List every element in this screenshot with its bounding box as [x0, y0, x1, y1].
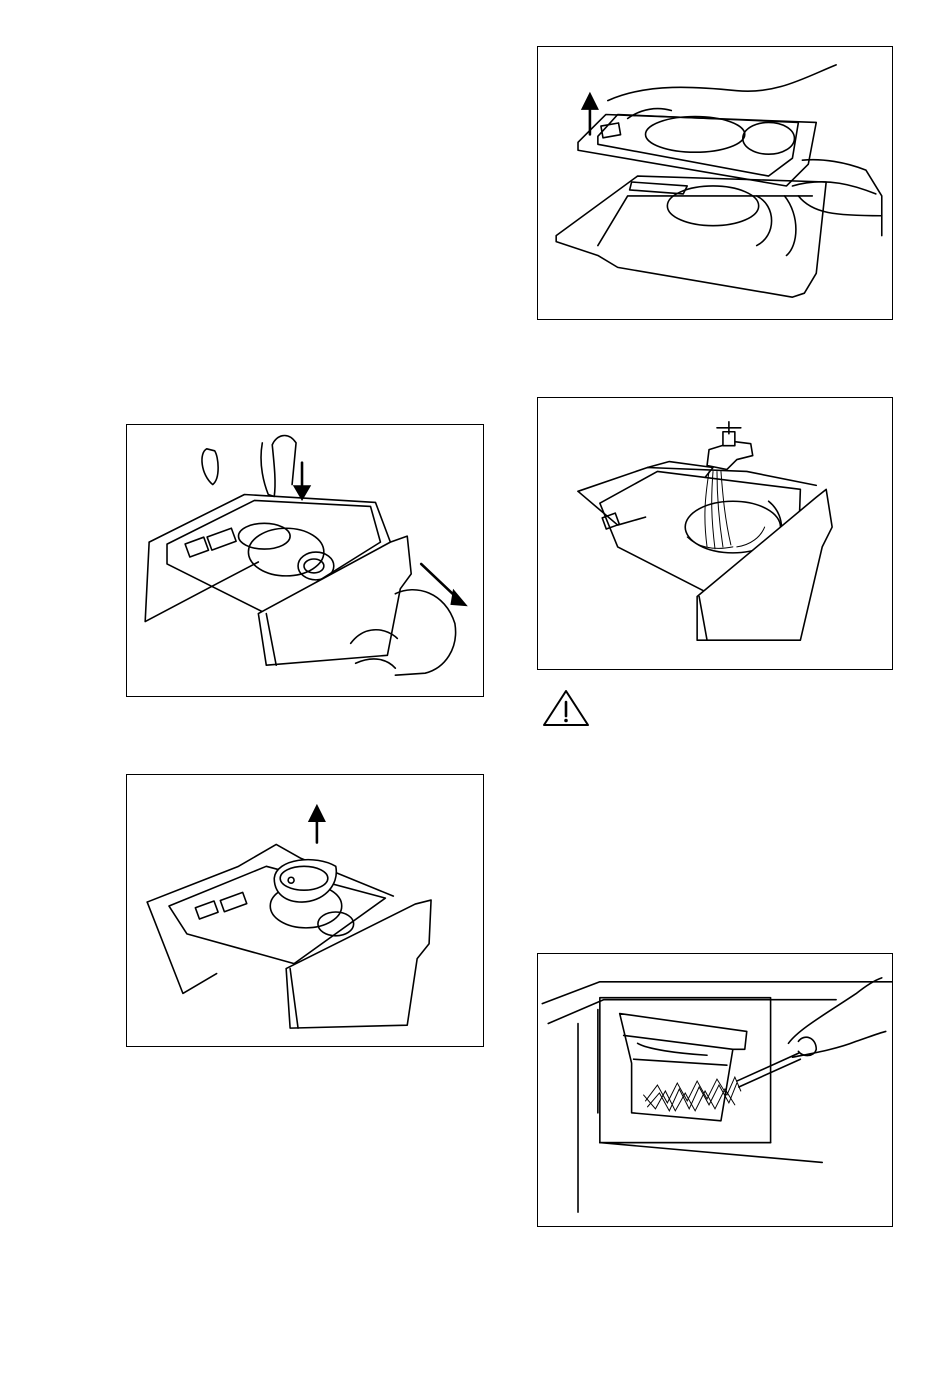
illustration-lift-insert [126, 774, 484, 1047]
brush-recess-illustration [538, 954, 892, 1226]
illustration-rinse-under-tap [537, 397, 893, 670]
press-lever-pull-drawer-illustration [127, 425, 483, 696]
rinse-under-tap-illustration [538, 398, 892, 669]
warning-triangle-icon [541, 688, 591, 728]
illustration-lift-top-part [537, 46, 893, 320]
illustration-press-lever-pull-drawer [126, 424, 484, 697]
illustration-brush-recess [537, 953, 893, 1227]
lift-insert-illustration [127, 775, 483, 1046]
lift-top-part-illustration [538, 47, 892, 319]
